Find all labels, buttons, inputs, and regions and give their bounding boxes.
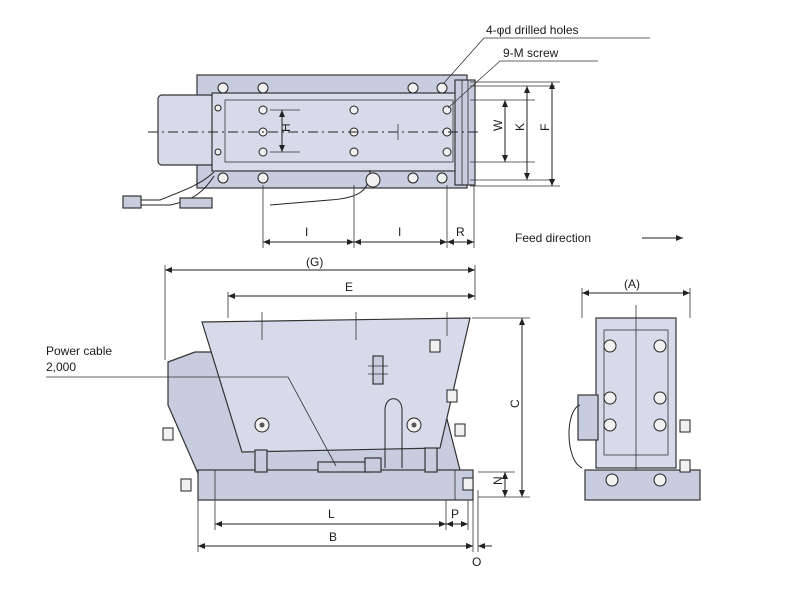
dim-B: B [329,530,337,544]
front-trough [201,317,471,453]
dim-G: (G) [306,255,323,269]
feed-direction-label: Feed direction [515,231,591,245]
dim-C: C [508,399,522,408]
top-bolts [214,82,452,184]
dim-L: L [328,507,335,521]
dim-P: P [451,507,459,521]
front-side-bolts [162,339,474,492]
power-cable-label: Power cable [46,344,112,358]
front-slot [372,355,384,385]
dim-K: K [513,123,527,131]
dim-W: W [491,119,505,131]
top-trough-inner [224,99,454,163]
dim-H: H [279,123,293,132]
power-cable-length: 2,000 [46,360,76,374]
side-bolts [603,339,691,487]
callout-screw: 9-M screw [503,46,559,60]
top-drive-unit [157,94,215,166]
side-view: (A) [568,277,701,501]
front-view: (G) E [46,255,530,569]
dim-N: N [491,476,505,485]
dim-I-right: I [398,225,401,239]
callout-drilled-holes: 4-φd drilled holes [486,23,579,37]
dim-R: R [456,225,465,239]
front-base [197,469,474,501]
side-base [584,469,701,501]
dim-F: F [538,124,552,131]
top-view: H W K F I I R 4-φd drilled holes [122,23,683,248]
top-cable-connector [122,195,142,209]
dim-A: (A) [624,277,640,291]
dim-I-left: I [305,225,308,239]
dim-E: E [345,280,353,294]
dim-O: O [472,555,481,569]
top-cable-ferrite [179,197,213,209]
